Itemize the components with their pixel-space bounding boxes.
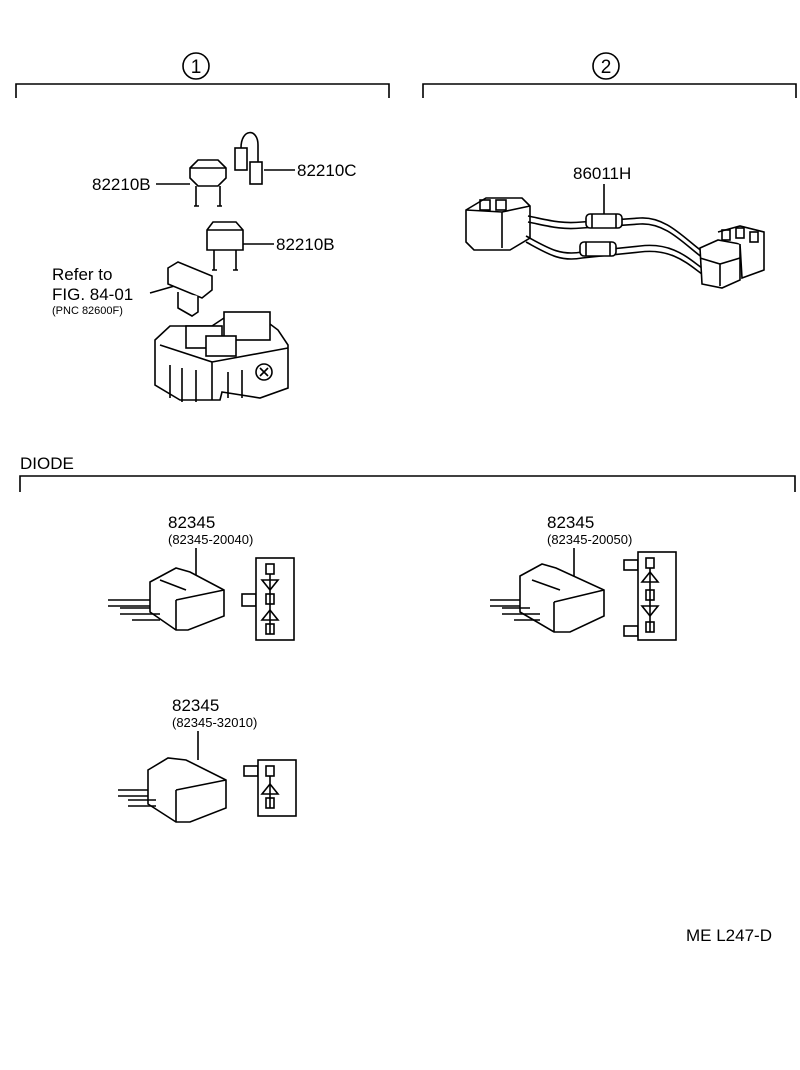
inline-element-upper bbox=[585, 213, 623, 229]
connector-right bbox=[699, 225, 765, 289]
diode-2-body bbox=[490, 563, 605, 633]
diode-section-header: DIODE bbox=[19, 454, 796, 492]
refer-line-3: (PNC 82600F) bbox=[52, 305, 123, 317]
section-1-bracket bbox=[15, 83, 390, 98]
section-1-number: 1 bbox=[191, 57, 202, 78]
inline-element-lower bbox=[579, 241, 617, 257]
diode-1-body bbox=[108, 567, 225, 631]
label-82210b-mid: 82210B bbox=[276, 235, 335, 254]
refer-line-2: FIG. 84-01 bbox=[52, 285, 133, 304]
wire-lower bbox=[525, 235, 703, 269]
section-1-circle bbox=[182, 52, 210, 80]
refer-line-1: Refer to bbox=[52, 265, 112, 284]
diode-2-sub: (82345-20050) bbox=[547, 532, 632, 547]
fuse-82210b-mid bbox=[206, 221, 244, 271]
label-82210c: 82210C bbox=[297, 161, 357, 180]
section-1-header: 1 bbox=[15, 52, 390, 98]
section-2-bracket bbox=[422, 83, 797, 98]
section-2-circle bbox=[592, 52, 620, 80]
diode-2-symbol bbox=[623, 551, 677, 641]
diode-title: DIODE bbox=[20, 454, 74, 473]
diode-3-body bbox=[118, 757, 227, 823]
fuse-block-group: 82210B 82210C 82210B Refer to FIG. 84-01… bbox=[52, 131, 357, 402]
fuse-82210c bbox=[234, 131, 263, 185]
diode-3-symbol bbox=[243, 759, 297, 817]
diode-3: 82345 (82345-32010) bbox=[118, 696, 297, 823]
diode-3-sub: (82345-32010) bbox=[172, 715, 257, 730]
diode-bracket bbox=[19, 475, 796, 492]
fuse-block-body bbox=[154, 311, 289, 402]
wire-lower-2 bbox=[525, 241, 703, 275]
diode-3-part: 82345 bbox=[172, 696, 219, 715]
wire-upper bbox=[527, 215, 713, 259]
label-82210b-top: 82210B bbox=[92, 175, 151, 194]
fuse-inserted bbox=[167, 261, 213, 317]
fuse-82210b-top bbox=[189, 159, 227, 207]
section-2-number: 2 bbox=[601, 57, 612, 78]
connector-left bbox=[465, 197, 531, 251]
footer-code: ME L247-D bbox=[686, 926, 772, 945]
wire-harness-group: 86011H bbox=[465, 164, 765, 289]
diode-1-part: 82345 bbox=[168, 513, 215, 532]
diode-1-sub: (82345-20040) bbox=[168, 532, 253, 547]
label-86011h: 86011H bbox=[573, 164, 631, 183]
section-2-header: 2 bbox=[422, 52, 797, 98]
diode-1-symbol bbox=[241, 557, 295, 641]
wire-upper-2 bbox=[527, 221, 713, 265]
diode-2-part: 82345 bbox=[547, 513, 594, 532]
diode-2: 82345 (82345-20050) bbox=[490, 513, 677, 641]
diode-1: 82345 (82345-20040) bbox=[108, 513, 295, 641]
